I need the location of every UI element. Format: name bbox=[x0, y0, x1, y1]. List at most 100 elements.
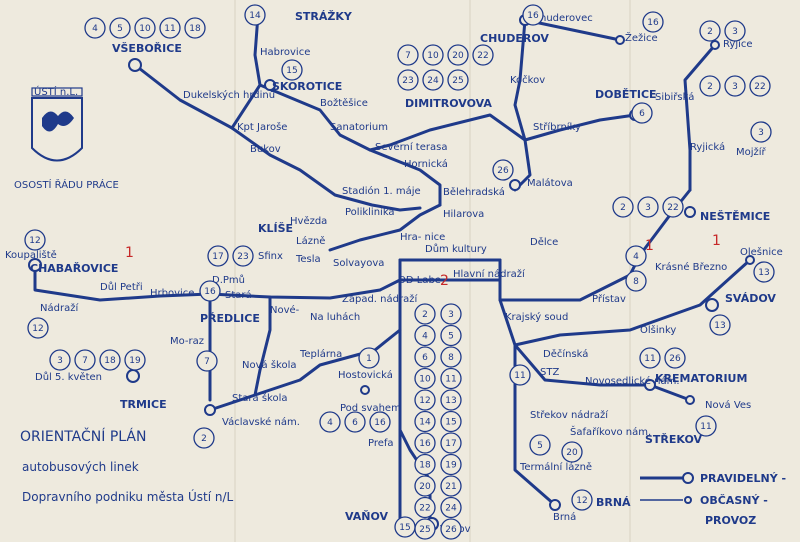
route-number: 18 bbox=[189, 24, 201, 34]
route-number-circle bbox=[414, 496, 436, 519]
stop-label: Mojžíř bbox=[736, 146, 767, 158]
legend: PRAVIDELNÝ - OBČASNÝ - PROVOZ bbox=[640, 472, 786, 527]
route-number-circle bbox=[414, 367, 436, 390]
terminal-dul5 bbox=[126, 369, 140, 383]
route-number: 16 bbox=[374, 418, 386, 428]
stop-label: Sanatorium bbox=[330, 122, 388, 133]
route-number: 12 bbox=[576, 496, 587, 506]
route-number-circle bbox=[724, 20, 746, 42]
stop-skorotice bbox=[264, 79, 276, 91]
route-number: 14 bbox=[419, 418, 431, 428]
route-number-circle bbox=[561, 441, 583, 463]
route-number: 26 bbox=[497, 166, 509, 176]
stop-label: Ryjická bbox=[690, 141, 725, 153]
route-number: 18 bbox=[419, 461, 431, 471]
route-number-circle bbox=[232, 245, 254, 267]
route-number-circle bbox=[440, 475, 462, 497]
route-svadov bbox=[513, 258, 752, 347]
route-number-circle bbox=[414, 389, 436, 411]
route-number-circle bbox=[625, 245, 647, 267]
route-number-circle bbox=[84, 17, 106, 39]
stop-label: Hilarova bbox=[443, 209, 484, 220]
stop-label: Malátova bbox=[527, 177, 573, 189]
route-number: 6 bbox=[352, 418, 358, 428]
district-svadov: SVÁDOV bbox=[725, 292, 776, 305]
route-number: 3 bbox=[57, 356, 63, 366]
stop-label: Hrbovice bbox=[150, 288, 194, 299]
route-number-circle bbox=[414, 432, 436, 454]
lion-icon bbox=[42, 111, 74, 132]
stop-label: Na luhách bbox=[310, 311, 360, 323]
route-number-circle bbox=[440, 389, 462, 411]
route-number-circle bbox=[447, 44, 469, 66]
stop-label: Stříbrníky bbox=[533, 121, 581, 133]
route-number-circle bbox=[397, 44, 419, 66]
route-number-circle bbox=[492, 159, 514, 181]
route-number: 16 bbox=[419, 439, 431, 449]
route-number-circle bbox=[631, 102, 653, 124]
route-number-circle bbox=[184, 17, 206, 39]
route-number: 16 bbox=[527, 11, 539, 21]
stop-label: Západ. nádraží bbox=[342, 293, 418, 305]
district-dobetice: DOBĚTICE bbox=[595, 88, 657, 101]
stop-label: Božtěšice bbox=[320, 97, 368, 109]
stop-label: Novosedlické nám. bbox=[585, 375, 680, 387]
route-number: 6 bbox=[422, 353, 428, 363]
terminal-brna bbox=[549, 499, 561, 511]
route-number-circle bbox=[440, 518, 462, 540]
stop-labels: Habrovice Dukelských hrdinů Kpt Jaroše B… bbox=[5, 13, 783, 535]
route-number: 2 bbox=[422, 310, 428, 320]
route-number-circle bbox=[440, 432, 462, 454]
route-number-circle bbox=[440, 367, 462, 390]
route-number: 20 bbox=[566, 448, 578, 458]
route-number: 5 bbox=[117, 24, 123, 34]
stop-label: Dukelských hrdinů bbox=[183, 89, 275, 101]
map-operator: Dopravního podniku města Ústí n/L bbox=[22, 489, 234, 504]
stop-label: Tesla bbox=[295, 254, 321, 265]
route-number: 4 bbox=[633, 252, 639, 262]
red-mark: 1 bbox=[125, 245, 134, 261]
route-number-circle bbox=[662, 196, 684, 218]
route-number-circle bbox=[414, 410, 436, 433]
route-krematorium bbox=[513, 343, 692, 402]
route-number: 17 bbox=[445, 439, 456, 449]
route-number: 2 bbox=[620, 203, 626, 213]
route-number: 12 bbox=[29, 236, 40, 246]
route-number-circle bbox=[109, 17, 131, 39]
route-number: 1 bbox=[366, 354, 372, 364]
route-number: 21 bbox=[445, 482, 456, 492]
route-number: 12 bbox=[32, 324, 43, 334]
map-title: ORIENTAČNÍ PLÁN bbox=[20, 427, 146, 445]
route-number: 15 bbox=[445, 418, 456, 428]
route-number-circle bbox=[522, 4, 544, 26]
route-number-circle bbox=[642, 11, 664, 33]
stop-label: Hornická bbox=[404, 158, 448, 170]
route-number: 3 bbox=[448, 310, 454, 320]
stop-label: Poliklinika bbox=[345, 207, 395, 218]
route-number: 2 bbox=[707, 27, 713, 37]
stop-label: Žežice bbox=[625, 31, 658, 44]
district-vanov: VAŇOV bbox=[345, 510, 389, 523]
route-number: 20 bbox=[452, 51, 464, 61]
route-number: 3 bbox=[645, 203, 651, 213]
route-number: 22 bbox=[667, 203, 678, 213]
stop-label: Stadión 1. máje bbox=[342, 185, 421, 197]
stop-label: Kpt Jaroše bbox=[237, 121, 287, 133]
crest-label: ÚSTÍ n.L. bbox=[34, 85, 78, 98]
stop-label: Šafaříkovo nám. bbox=[570, 425, 651, 438]
terminal-svadov bbox=[705, 298, 719, 312]
route-number: 13 bbox=[758, 268, 769, 278]
route-number: 7 bbox=[82, 356, 88, 366]
district-skorotice: SKOROTICE bbox=[272, 80, 342, 93]
route-number-circle bbox=[422, 44, 444, 66]
route-number: 26 bbox=[445, 525, 457, 535]
route-number-circle bbox=[358, 347, 380, 369]
route-chuderov bbox=[513, 18, 527, 142]
district-chuderov: CHUDEROV bbox=[480, 32, 549, 45]
route-number: 11 bbox=[514, 371, 525, 381]
route-number: 22 bbox=[754, 82, 765, 92]
stop-label: Přístav bbox=[592, 293, 626, 305]
route-number-circle bbox=[281, 59, 303, 81]
stop-label: Václavské nám. bbox=[222, 416, 300, 428]
district-trmice: TRMICE bbox=[120, 398, 167, 411]
